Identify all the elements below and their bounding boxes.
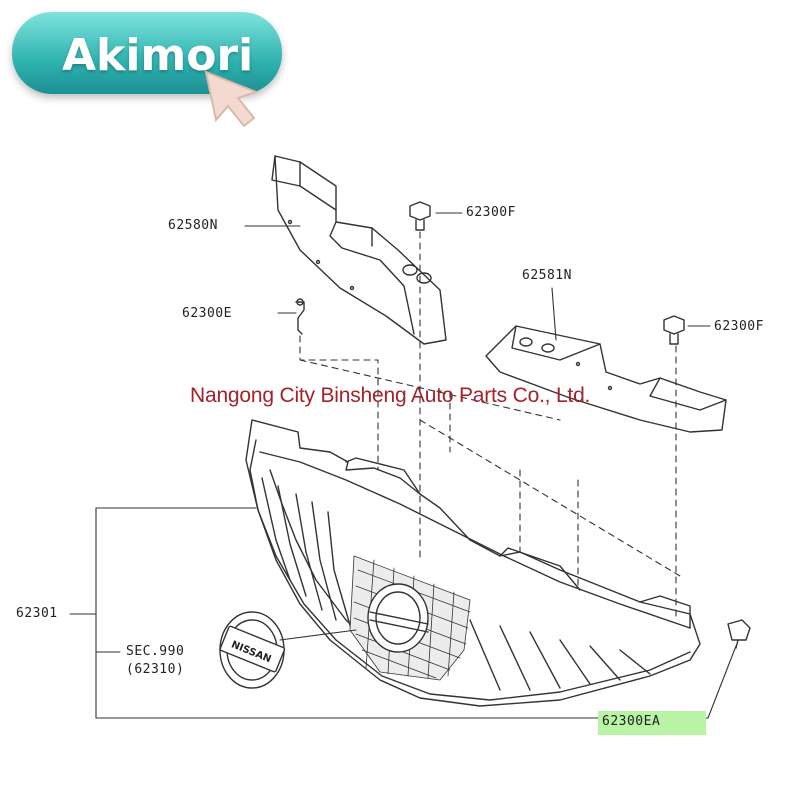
company-watermark: Nangong City Binsheng Auto Parts Co., Lt… <box>190 384 591 407</box>
label-62581n: 62581N <box>522 268 572 283</box>
label-62580n: 62580N <box>168 218 218 233</box>
grille-emblem <box>367 583 429 653</box>
clip-62300ea <box>727 619 751 649</box>
bolt-62300f-top <box>409 201 431 231</box>
label-62301: 62301 <box>16 606 58 621</box>
label-62300f-right: 62300F <box>714 319 764 334</box>
grille-62301 <box>245 419 701 707</box>
emblem-62310 <box>219 611 286 689</box>
label-sec990: SEC.990 <box>126 644 185 659</box>
highlight-62300ea <box>598 711 706 735</box>
label-62300e: 62300E <box>182 306 232 321</box>
leader-lines <box>69 212 737 719</box>
label-62300f-top: 62300F <box>466 205 516 220</box>
clip-62300e <box>295 298 305 335</box>
assembly-lines <box>299 231 681 617</box>
label-62310: (62310) <box>126 662 185 677</box>
hand-pointer-icon <box>204 70 259 128</box>
bracket-62580n <box>271 155 447 345</box>
brand-name: Akimori <box>62 30 254 81</box>
bolt-62300f-right <box>663 315 685 345</box>
bracket-62581n <box>485 325 727 433</box>
label-62300ea: 62300EA <box>602 714 661 729</box>
brand-logo <box>12 12 282 94</box>
